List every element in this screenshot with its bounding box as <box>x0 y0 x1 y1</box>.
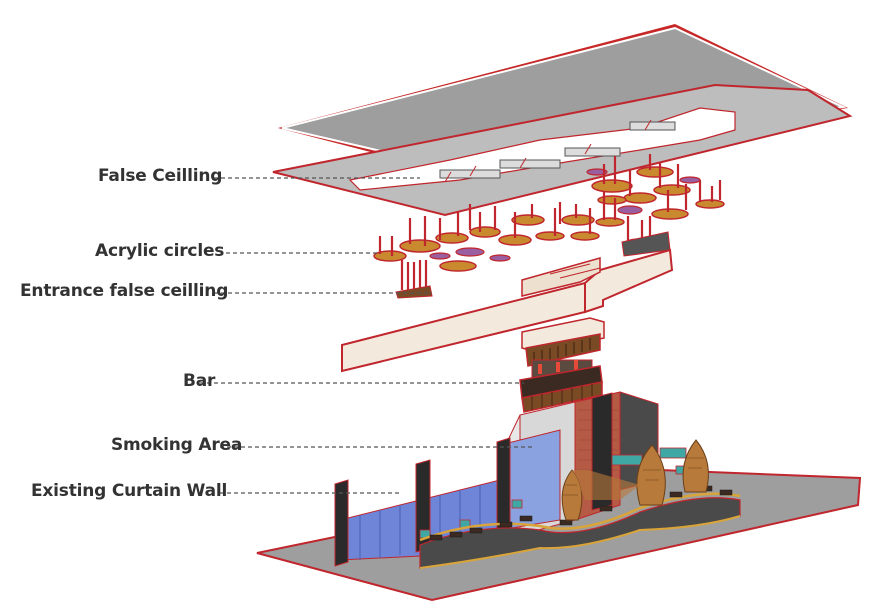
leader-lines <box>200 177 534 494</box>
bar-assembly <box>519 317 605 413</box>
label-bar: Bar <box>183 371 216 391</box>
label-existing-curtain-wall: Existing Curtain Wall <box>31 481 228 501</box>
label-smoking-area: Smoking Area <box>111 435 243 455</box>
acrylic-circles-group <box>373 154 725 299</box>
label-acrylic-circles: Acrylic circles <box>95 241 225 261</box>
ground-floor <box>256 391 862 602</box>
label-entrance-false-ceiling: Entrance false ceilling <box>20 281 229 301</box>
label-false-ceiling: False Ceilling <box>98 166 223 186</box>
false-ceiling-slab <box>272 83 853 217</box>
lantern-structures <box>561 439 709 521</box>
entrance-false-ceiling <box>341 248 674 373</box>
